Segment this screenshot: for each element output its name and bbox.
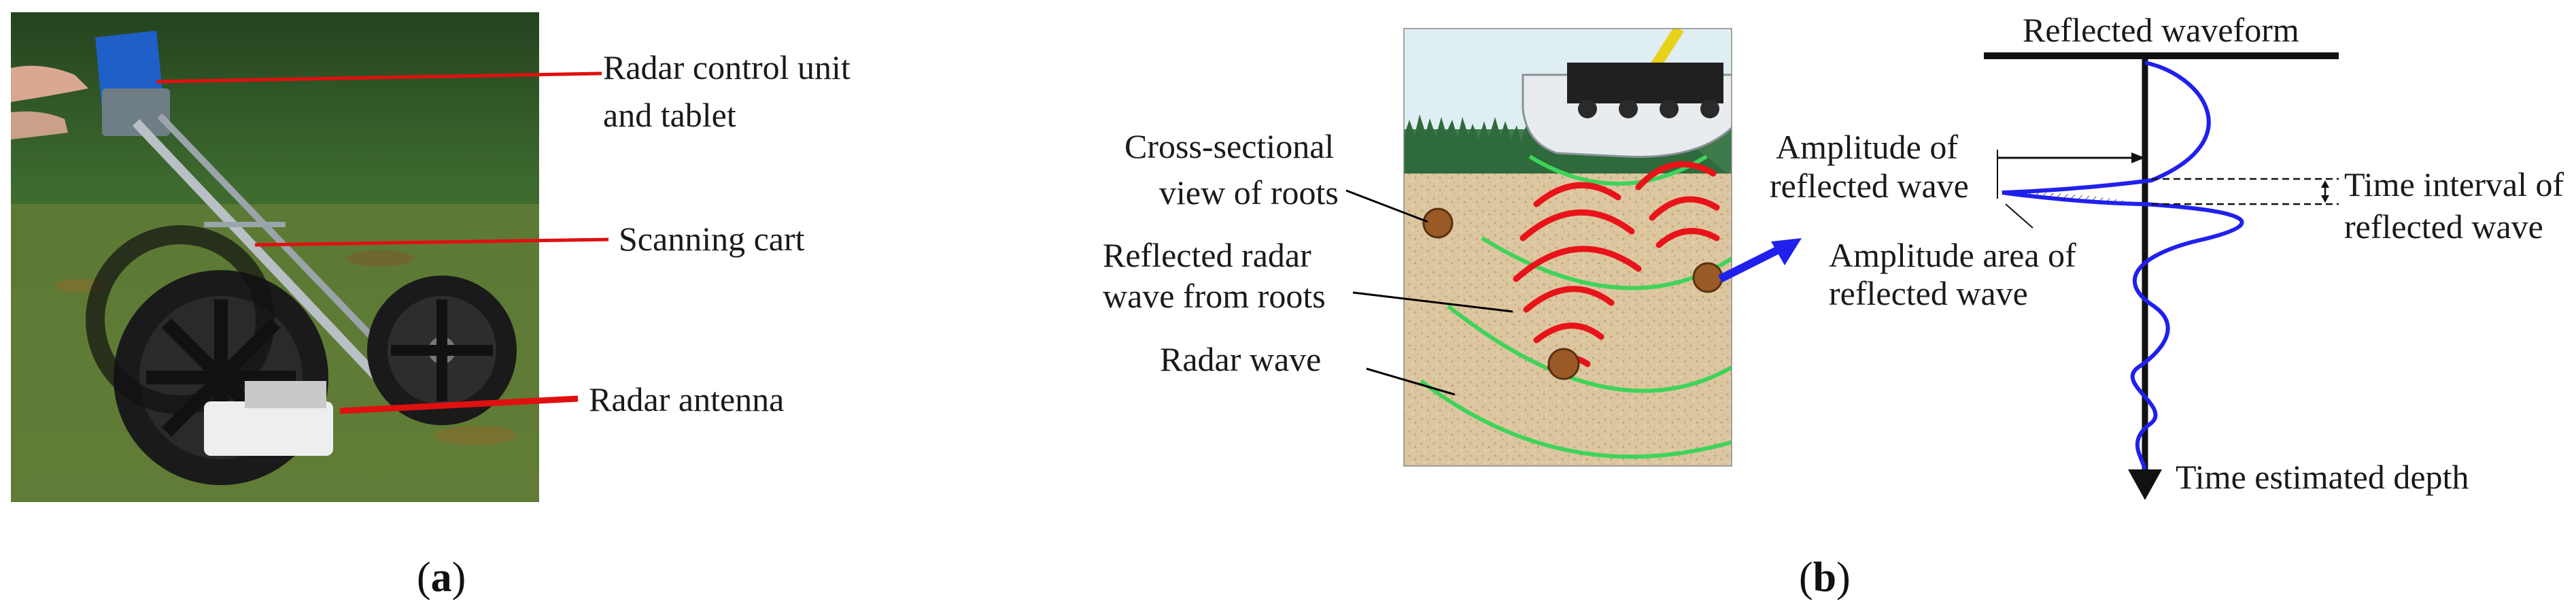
label-reflected-waveform: Reflected waveform [2023,11,2299,49]
radar-wave-leader [1366,367,1456,396]
soil-cross-section [1404,29,1732,466]
label-amplitude: Amplitude of [1776,128,1958,166]
arrow-to-waveform [1718,244,1783,283]
scanning-cart-leader [254,237,609,247]
label-control-unit-line2: and tablet [603,96,736,134]
root-leader [1345,189,1428,223]
arrow-to-waveform-head [1771,238,1802,265]
waveform-graph: Reflected waveform Amplitude of reflecte… [1770,11,2564,500]
panel-a: Radar control unit and tablet Scanning c… [11,12,851,601]
waveform-trace [2002,61,2244,470]
time-interval-arrow-down [2321,195,2329,203]
label-radar-wave: Radar wave [1160,340,1321,378]
label-scanning-cart: Scanning cart [619,220,805,258]
label-cross-section-line2: view of roots [1159,173,1339,212]
label-control-unit: Radar control unit [603,48,851,86]
caption-b: (b) [1799,554,1851,601]
label-amplitude-line2: reflected wave [1770,167,1969,205]
label-cross-section: Cross-sectional [1124,127,1334,165]
label-reflected-radar: Reflected radar [1103,236,1311,274]
time-interval-arrow-up [2321,180,2329,188]
label-reflected-radar-line2: wave from roots [1103,277,1326,315]
label-radar-antenna: Radar antenna [589,380,784,418]
control-unit-leader [156,71,602,84]
label-time-interval: Time interval of [2344,165,2564,203]
label-time-depth: Time estimated depth [2176,458,2469,496]
label-amplitude-area-line2: reflected wave [1829,274,2028,312]
soil-frame [1403,28,1732,467]
caption-a: (a) [417,554,466,601]
time-axis-arrowhead [2128,469,2162,500]
reflected-leader [1352,291,1513,313]
label-amplitude-area: Amplitude area of [1829,236,2076,274]
gpr-cart-photo [11,12,539,502]
amplitude-arrowhead [2131,152,2145,163]
panel-b: Cross-sectional view of roots Reflected … [1103,11,2564,601]
amp-area-leader [2005,203,2033,229]
label-time-interval-line2: reflected wave [2344,207,2543,246]
radar-antenna-leader [339,395,579,414]
